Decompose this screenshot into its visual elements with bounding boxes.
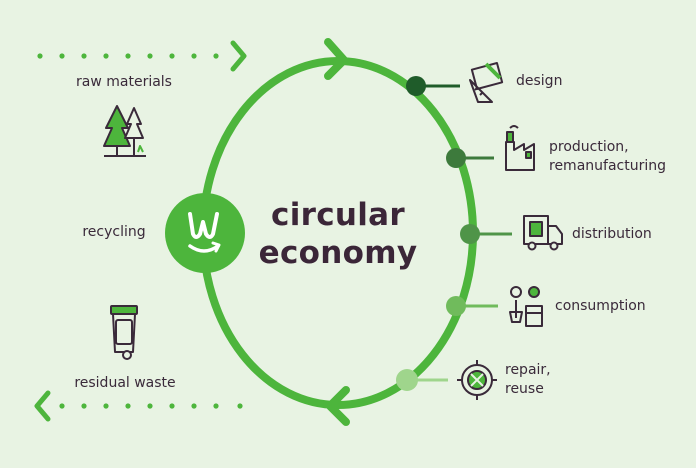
title-line-2: economy [258,235,418,271]
shopping-cart-icon [509,286,543,327]
bottom-dotted-arrow [34,390,243,422]
stage-node-repair [396,369,418,391]
ring-arrow-bottom [326,386,350,426]
label-recycling: recycling [82,224,146,240]
stage-node-consumption [446,296,466,316]
top-dotted-arrow [37,40,247,72]
trash-bin-icon [110,305,138,360]
trees-icon [103,105,146,157]
truck-icon [523,215,563,251]
gear-repair-icon [457,360,497,400]
design-icon [469,61,504,103]
circular-w-logo-icon [165,193,245,273]
stage-label-design: design [516,73,563,89]
factory-icon [505,125,535,171]
label-residual-waste: residual waste [74,375,176,391]
stage-label-distribution: distribution [572,226,652,242]
title-line-1: circular [271,197,405,233]
stage-node-design [406,76,426,96]
stage-node-distribution [460,224,480,244]
label-raw-materials: raw materials [76,74,172,90]
stage-node-production [446,148,466,168]
stage-label-consumption: consumption [555,298,646,314]
stage-label-production: production, remanufacturing [549,139,666,174]
ring-arrow-top [324,38,348,80]
diagram-title: circular economy [252,196,424,272]
stage-label-repair: repair, reuse [505,362,551,397]
